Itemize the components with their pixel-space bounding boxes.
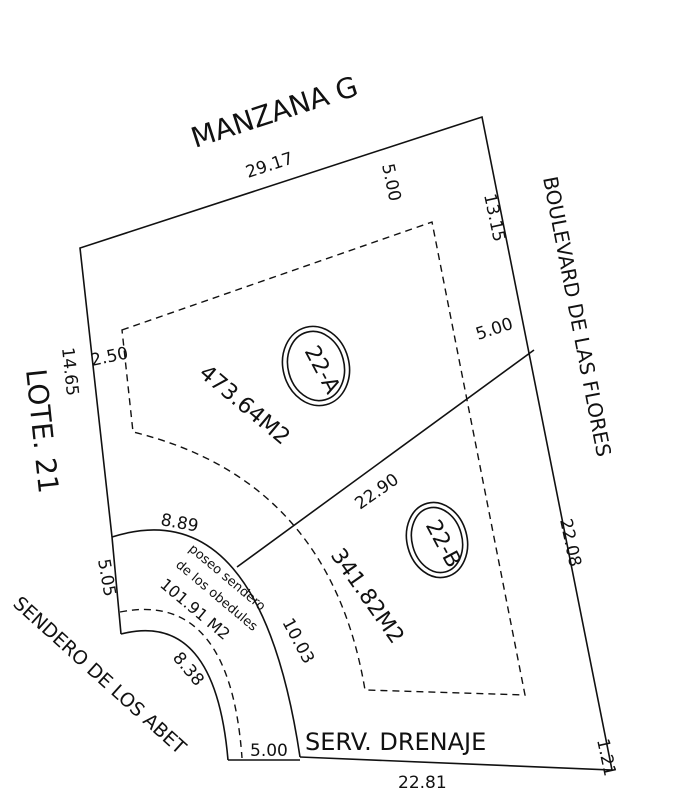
dim-top: 29.17: [243, 149, 295, 183]
dim-inner-arc: 8.38: [168, 648, 208, 690]
dim-left-setback: 2.50: [89, 343, 130, 370]
lot-22b-id: 22-B: [420, 516, 466, 572]
dim-left-lower: 5.05: [93, 557, 119, 598]
serv-drenaje-label: SERV. DRENAJE: [305, 728, 486, 756]
dim-right-setback: 5.00: [473, 314, 515, 345]
left-lower-boundary: [111, 536, 122, 635]
inner-arc: [120, 629, 229, 761]
lote-label: LOTE. 21: [19, 367, 65, 495]
area-22a: 473.64M2: [194, 360, 294, 450]
dim-bottom-setback: 5.00: [250, 741, 288, 761]
dim-outer-arc-top: 8.89: [159, 510, 200, 536]
dim-top-setback: 5.00: [377, 162, 404, 203]
dim-bottom: 22.81: [398, 773, 447, 793]
lot-divider-line: [236, 349, 535, 568]
sendero-label: SENDERO DE LOS ABET: [9, 592, 191, 759]
lot-22b-marker: 22-B: [405, 501, 469, 579]
paseo-dashed-arc: [119, 608, 243, 759]
boulevard-label: BOULEVARD DE LAS FLORES: [538, 174, 616, 458]
dim-left: 14.65: [57, 346, 82, 396]
dim-outer-arc: 10.03: [278, 615, 319, 667]
outer-arc: [111, 529, 301, 758]
lot-boundary: [79, 115, 613, 771]
dim-right-lower: 22.08: [555, 517, 585, 569]
dim-right-bottom: 1.21: [592, 737, 619, 778]
setback-line: [121, 221, 526, 696]
dim-right-upper: 13.15: [479, 192, 509, 244]
lot-22a-id: 22-A: [299, 342, 345, 398]
dim-divider: 22.90: [351, 470, 402, 514]
lot-22a-marker: 22-A: [281, 325, 351, 407]
manzana-label: MANZANA G: [187, 70, 362, 155]
